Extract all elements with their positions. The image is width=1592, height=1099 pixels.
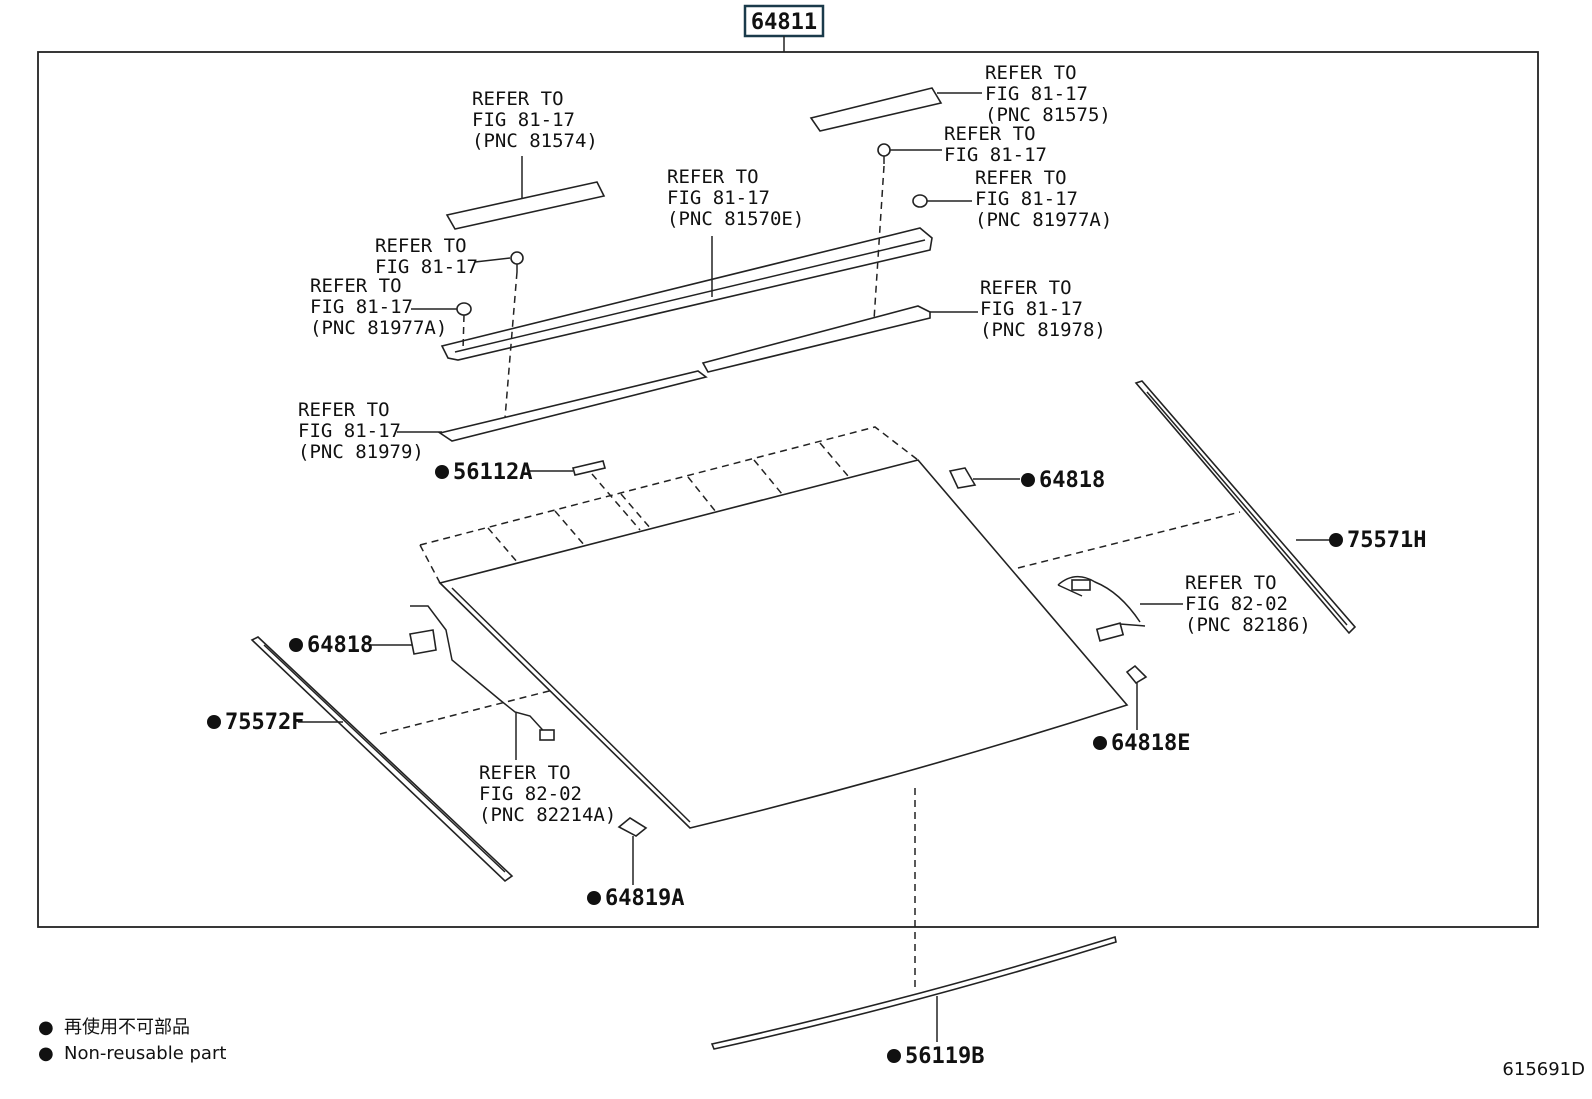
clip-right-icon [912,194,928,208]
legend-marker-icon: ● [38,1043,54,1064]
svg-text:FIG 81-17: FIG 81-17 [310,296,413,318]
svg-text:(PNC 81978): (PNC 81978) [980,319,1106,341]
assembly-frame [37,51,1539,928]
svg-text:FIG 81-17: FIG 81-17 [944,144,1047,166]
ref-label-81575[interactable]: REFER TO FIG 81-17 (PNC 81575) [985,62,1111,126]
svg-text:REFER TO: REFER TO [980,277,1072,299]
svg-text:FIG 82-02: FIG 82-02 [1185,593,1288,615]
ref-label-81570E[interactable]: REFER TO FIG 81-17 (PNC 81570E) [667,166,804,230]
legend-text-en: Non-reusable part [64,1043,226,1064]
part-64818E[interactable]: 64818E [1093,731,1190,756]
svg-text:(PNC 81575): (PNC 81575) [985,104,1111,126]
svg-text:(PNC 81574): (PNC 81574) [472,130,598,152]
molding-75572F [250,636,514,883]
svg-text:REFER TO: REFER TO [472,88,564,110]
pad-64818-right [948,467,977,489]
figure-id: 615691D [1502,1059,1585,1080]
ref-label-81574[interactable]: REFER TO FIG 81-17 (PNC 81574) [472,88,598,152]
svg-text:FIG 81-17: FIG 81-17 [980,298,1083,320]
svg-text:FIG 81-17: FIG 81-17 [975,188,1078,210]
svg-text:(PNC 82214A): (PNC 82214A) [479,804,616,826]
part-75572F[interactable]: 75572F [207,710,304,735]
bolt-left-icon [510,251,524,272]
svg-text:FIG 82-02: FIG 82-02 [479,783,582,805]
svg-text:56119B: 56119B [905,1044,984,1069]
svg-text:(PNC 82186): (PNC 82186) [1185,614,1311,636]
roof-rail-81979 [438,370,708,442]
ref-label-82186[interactable]: REFER TO FIG 82-02 (PNC 82186) [1185,572,1311,636]
trim-strip-81575 [809,87,943,132]
svg-text:FIG 81-17: FIG 81-17 [667,187,770,209]
svg-text:REFER TO: REFER TO [479,762,571,784]
svg-text:REFER TO: REFER TO [1185,572,1277,594]
ref-label-82214A[interactable]: REFER TO FIG 82-02 (PNC 82214A) [479,762,616,826]
ref-label-81979[interactable]: REFER TO FIG 81-17 (PNC 81979) [298,399,424,463]
spacer-56112A [571,460,607,476]
svg-text:(PNC 81977A): (PNC 81977A) [975,209,1112,231]
svg-text:REFER TO: REFER TO [944,123,1036,145]
part-75571H[interactable]: 75571H [1329,528,1426,553]
ref-label-81977A-right[interactable]: REFER TO FIG 81-17 (PNC 81977A) [975,167,1112,231]
svg-text:FIG 81-17: FIG 81-17 [985,83,1088,105]
svg-text:64818: 64818 [307,633,373,658]
svg-text:64819A: 64819A [605,886,684,911]
pad-64819A [617,817,648,837]
svg-text:64818: 64818 [1039,468,1105,493]
svg-text:FIG 81-17: FIG 81-17 [472,109,575,131]
svg-text:(PNC 81979): (PNC 81979) [298,441,424,463]
ref-label-81978[interactable]: REFER TO FIG 81-17 (PNC 81978) [980,277,1106,341]
harness-82214A [410,605,551,739]
roof-glass-panel [438,459,1129,829]
harness-82186 [1057,576,1146,631]
svg-text:REFER TO: REFER TO [975,167,1067,189]
part-56119B[interactable]: 56119B [887,1044,984,1069]
legend-marker-icon: ● [38,1017,54,1038]
svg-text:FIG 81-17: FIG 81-17 [298,420,401,442]
ref-label-bolt-right[interactable]: REFER TO FIG 81-17 [944,123,1047,166]
svg-text:REFER TO: REFER TO [375,235,467,257]
svg-text:REFER TO: REFER TO [310,275,402,297]
ref-label-bolt-left[interactable]: REFER TO FIG 81-17 [375,235,478,278]
svg-text:75571H: 75571H [1347,528,1426,553]
legend: ● 再使用不可部品 ● Non-reusable part [38,1017,226,1064]
pad-64818-left [409,629,437,655]
roof-rail-81978 [701,305,931,373]
svg-text:(PNC 81570E): (PNC 81570E) [667,208,804,230]
svg-text:56112A: 56112A [453,460,532,485]
ref-label-81977A-left[interactable]: REFER TO FIG 81-17 (PNC 81977A) [310,275,447,339]
svg-text:FIG 81-17: FIG 81-17 [375,256,478,278]
trim-strip-81574 [445,181,606,230]
svg-text:REFER TO: REFER TO [667,166,759,188]
bolt-right-icon [877,143,891,164]
svg-text:64818E: 64818E [1111,731,1190,756]
part-64819A[interactable]: 64819A [587,886,684,911]
svg-text:REFER TO: REFER TO [985,62,1077,84]
part-56112A[interactable]: 56112A [435,460,532,485]
clip-left-icon [456,302,472,316]
roof-rail-81570E [440,227,933,361]
legend-text-zh: 再使用不可部品 [64,1017,190,1038]
svg-text:REFER TO: REFER TO [298,399,390,421]
part-64818-right[interactable]: 64818 [1021,468,1105,493]
main-part-number[interactable]: 64811 [751,10,817,35]
part-64818-left[interactable]: 64818 [289,633,373,658]
pad-64818E [1125,664,1148,685]
svg-text:(PNC 81977A): (PNC 81977A) [310,317,447,339]
svg-text:75572F: 75572F [225,710,304,735]
molding-56119B [710,935,1117,1050]
